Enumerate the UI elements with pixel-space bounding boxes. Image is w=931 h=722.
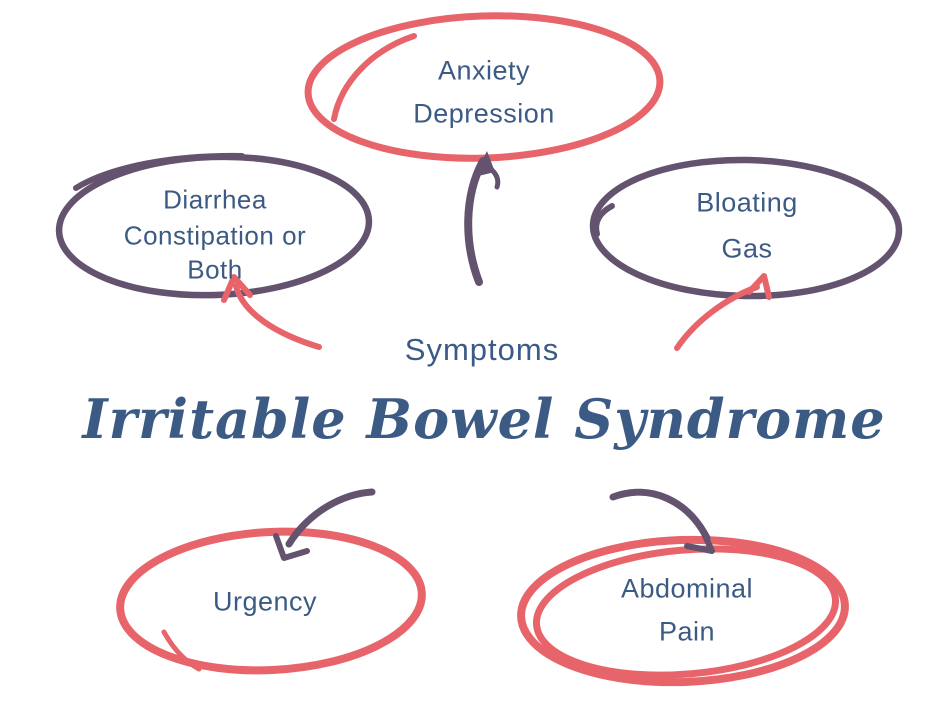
arrow-to-bowel-habits	[221, 274, 322, 350]
bowel-label-line1: Diarrhea	[163, 184, 267, 215]
urgency-ellipse	[116, 527, 426, 675]
anxiety-label-line2: Depression	[413, 98, 555, 129]
urgency-label: Urgency	[212, 586, 318, 617]
abdominal-pain-ellipse	[517, 535, 849, 687]
bowel-label-line3: Both	[187, 254, 243, 285]
bowel-habits-ellipse	[55, 152, 373, 299]
abdominal-label-line1: Abdominal	[620, 573, 754, 604]
bowel-label-line2: Constipation or	[123, 220, 307, 251]
bloating-label-line1: Bloating	[696, 187, 798, 218]
bloating-label-line2: Gas	[721, 233, 773, 264]
symptoms-label: Symptoms	[404, 332, 560, 367]
bloating-gas-ellipse	[589, 156, 903, 300]
anxiety-label-line1: Anxiety	[437, 55, 531, 86]
arrow-to-anxiety	[464, 151, 501, 286]
abdominal-label-line2: Pain	[658, 616, 716, 647]
anxiety-ellipse	[304, 12, 664, 162]
arrow-to-abdominal-pain	[609, 488, 715, 554]
page-title: Irritable Bowel Syndrome	[82, 387, 886, 451]
arrow-to-urgency	[273, 488, 376, 561]
arrow-to-bloating-gas	[674, 273, 772, 351]
